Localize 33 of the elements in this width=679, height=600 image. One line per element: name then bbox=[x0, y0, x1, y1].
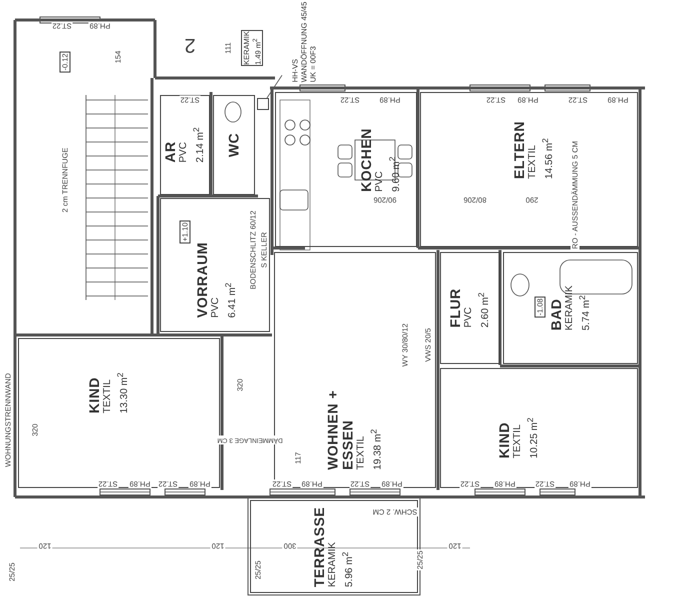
room-name: KIND bbox=[86, 377, 102, 414]
room-name: AR bbox=[162, 141, 178, 163]
room-outline bbox=[420, 92, 638, 247]
room-outline bbox=[160, 198, 270, 332]
room-name: ELTERN bbox=[512, 120, 527, 178]
room-info: TEXTIL bbox=[526, 144, 539, 178]
room-outline bbox=[503, 252, 638, 364]
room-info: PVC bbox=[374, 170, 386, 192]
room-name: KOCHEN bbox=[358, 128, 374, 192]
room-name: WC bbox=[226, 132, 242, 158]
shaft-box bbox=[257, 98, 269, 110]
room-name: FLUR bbox=[448, 288, 463, 328]
room-info: KERAMIK bbox=[563, 286, 576, 330]
room-outline bbox=[213, 95, 255, 195]
room-info: TEXTIL bbox=[512, 424, 524, 458]
area-box bbox=[241, 30, 263, 66]
room-outline bbox=[275, 92, 417, 247]
room-outline bbox=[440, 252, 500, 364]
room-outline bbox=[250, 500, 418, 593]
room-info: PVC bbox=[462, 307, 475, 328]
leader-line bbox=[266, 74, 282, 98]
room-info: PVC bbox=[178, 142, 190, 163]
room-name: TERRASSE bbox=[312, 506, 327, 587]
room-name: KIND bbox=[496, 422, 512, 458]
room-info: TEXTIL bbox=[102, 379, 114, 414]
room-name: VORRAUM bbox=[194, 242, 210, 318]
room-name: WOHNEN + bbox=[325, 390, 340, 470]
room-name: ESSEN bbox=[340, 420, 356, 470]
room-outline bbox=[160, 95, 210, 195]
room-info: KERAMIK bbox=[326, 542, 339, 587]
room-name: BAD bbox=[548, 298, 564, 330]
room-info: PVC bbox=[210, 297, 222, 318]
room-info: TEXTIL bbox=[355, 436, 368, 470]
